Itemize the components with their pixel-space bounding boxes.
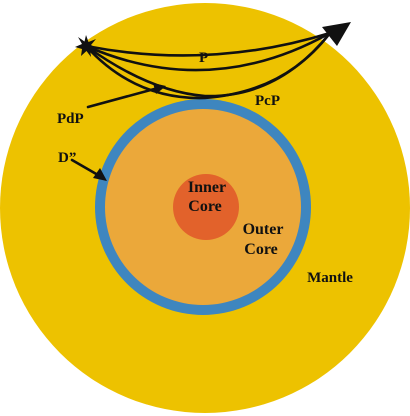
- label-inner-core-line2: Core: [188, 198, 221, 215]
- pdp-arrowhead-icon: [153, 83, 166, 94]
- label-outer-core-line1: Outer: [243, 221, 284, 238]
- ray-pcp: [84, 31, 332, 98]
- ray-upper: [84, 31, 332, 57]
- label-pcp: PcP: [255, 93, 280, 109]
- receiver-arrowhead-icon: [322, 22, 351, 46]
- label-p: P: [199, 50, 208, 66]
- ray-p: [84, 31, 332, 72]
- d-double-prime-pointer-line: [70, 158, 100, 177]
- label-d-double-prime: D”: [58, 150, 76, 166]
- ray-paths: [70, 31, 332, 177]
- d-double-prime-arrowhead-icon: [93, 168, 107, 181]
- inner-core-layer: [173, 174, 239, 240]
- pdp-pointer-line: [86, 86, 160, 109]
- star-burst-icon: [75, 35, 98, 57]
- label-outer-core-line2: Core: [244, 241, 277, 258]
- label-mantle: Mantle: [307, 270, 353, 286]
- label-pdp: PdP: [57, 111, 84, 127]
- label-inner-core-line1: Inner: [188, 179, 226, 196]
